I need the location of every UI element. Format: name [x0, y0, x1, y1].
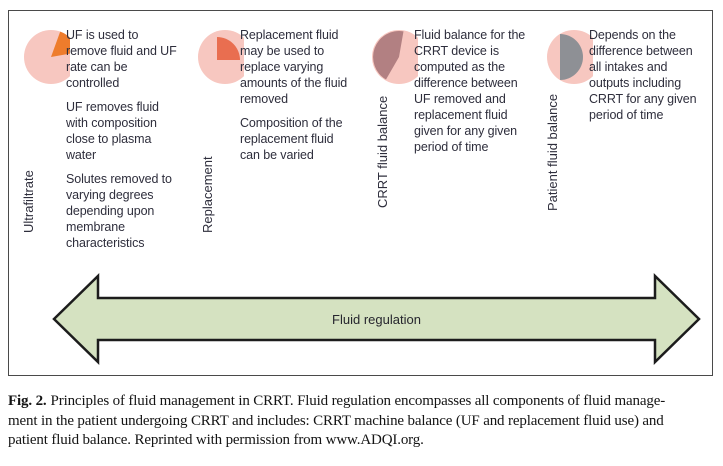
crrt-fluid-balance-text: Fluid balance for the CRRT device is com… [414, 27, 542, 163]
replacement-para-1: Replacement fluid may be used to replace… [240, 28, 348, 106]
replacement-text: Replacement fluid may be used to replace… [240, 27, 368, 171]
caption-figure-tag: Fig. 2. [8, 393, 47, 409]
ultrafiltrate-pie-icon [24, 30, 70, 84]
patient-fluid-balance-label: Patient fluid balance [545, 93, 560, 211]
fluid-regulation-arrow: Fluid regulation [52, 273, 701, 365]
column-crrt-fluid-balance: CRRT fluid balance Fluid balance for the… [372, 11, 544, 375]
caption-line-3: patient fluid balance. Reprinted with pe… [8, 432, 424, 448]
replacement-para-2: Composition of the replacement fluid can… [240, 116, 343, 162]
replacement-pie-icon [198, 30, 244, 84]
ultrafiltrate-para-3: Solutes removed to varying degrees depen… [66, 172, 172, 250]
double-arrow-shape [52, 273, 701, 365]
fluid-regulation-label: Fluid regulation [332, 311, 421, 327]
caption-line-1-text: Principles of fluid management in CRRT. … [50, 393, 666, 409]
column-replacement: Replacement Replacement fluid may be use… [198, 11, 370, 375]
crrt-balance-pie-icon [372, 30, 418, 84]
patient-balance-pie-icon [547, 30, 593, 84]
crrt-balance-para-1: Fluid balance for the CRRT device is com… [414, 28, 526, 154]
crrt-fluid-balance-label: CRRT fluid balance [375, 95, 390, 208]
caption-line-2: ment in the patient undergoing CRRT and … [8, 412, 664, 429]
ultrafiltrate-text: UF is used to remove fluid and UF rate c… [66, 27, 194, 259]
patient-fluid-balance-text: Depends on the difference between all in… [589, 27, 717, 131]
figure-caption: Fig. 2.Principles of fluid management in… [8, 392, 720, 451]
caption-line-1: Fig. 2.Principles of fluid management in… [8, 392, 720, 412]
ultrafiltrate-label: Ultrafiltrate [21, 170, 36, 233]
ultrafiltrate-para-1: UF is used to remove fluid and UF rate c… [66, 28, 177, 90]
column-patient-fluid-balance: Patient fluid balance Depends on the dif… [545, 11, 719, 375]
column-ultrafiltrate: Ultrafiltrate UF is used to remove fluid… [21, 11, 196, 375]
ultrafiltrate-para-2: UF removes fluid with composition close … [66, 100, 159, 162]
replacement-label: Replacement [200, 156, 215, 233]
figure-panel: Ultrafiltrate UF is used to remove fluid… [8, 10, 713, 376]
patient-balance-para-1: Depends on the difference between all in… [589, 28, 697, 122]
